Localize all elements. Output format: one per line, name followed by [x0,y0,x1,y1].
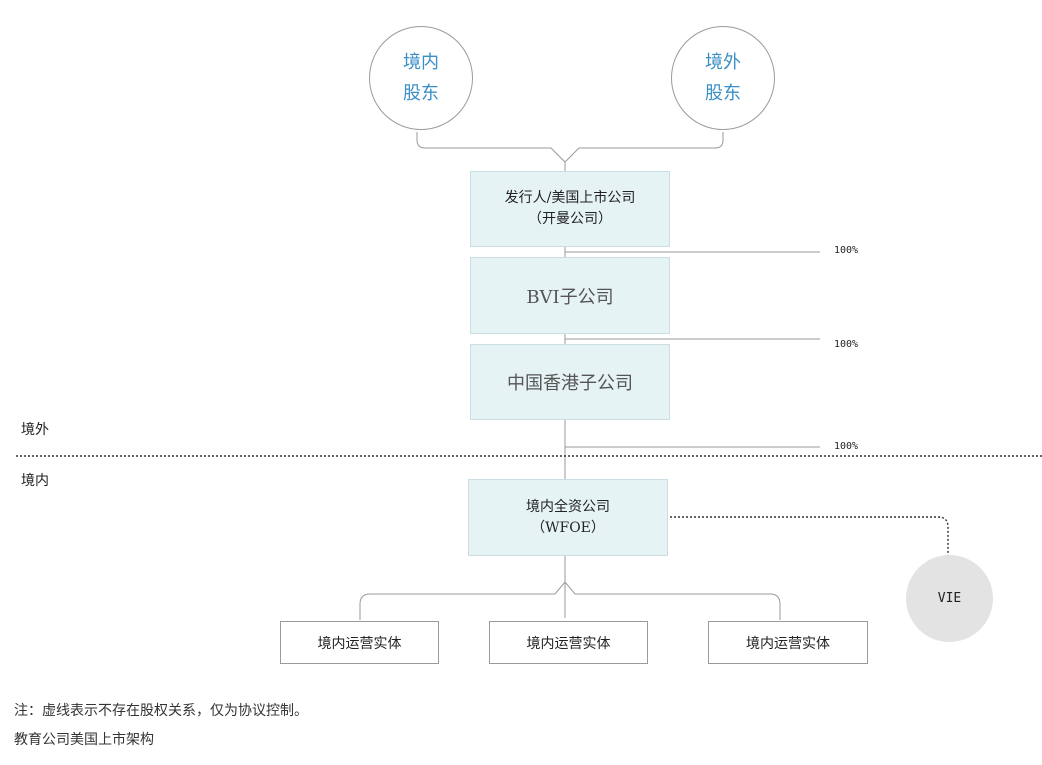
foreign-shareholders-line2: 股东 [705,83,741,104]
diagram-caption: 教育公司美国上市架构 [14,732,154,748]
operating-entity-label-1: 境内运营实体 [317,635,402,652]
vie-label: VIE [937,591,962,606]
footnote: 注：虚线表示不存在股权关系，仅为协议控制。 [14,703,308,719]
domestic-shareholders-line1: 境内 [403,52,439,73]
ownership-label-1: 100% [834,245,859,256]
entity-bracket [359,581,781,620]
wfoe-line1: 境内全资公司 [526,498,610,515]
onshore-zone-label: 境内 [21,473,49,489]
hk-subsidiary-box: 中国香港子公司 [470,344,670,420]
operating-entity-box-2: 境内运营实体 [489,621,648,664]
bvi-subsidiary-box: BVI子公司 [470,257,670,334]
operating-entity-box-3: 境内运营实体 [708,621,868,664]
operating-entity-label-2: 境内运营实体 [526,635,611,652]
foreign-shareholders-circle: 境外 股东 [671,26,775,130]
operating-entity-box-1: 境内运营实体 [280,621,439,664]
domestic-shareholders-circle: 境内 股东 [369,26,473,130]
offshore-zone-label: 境外 [21,422,49,438]
wfoe-line2: （WFOE） [531,519,605,536]
vie-dotted-connector [670,516,949,556]
issuer-box: 发行人/美国上市公司 （开曼公司） [470,171,670,247]
ownership-label-3: 100% [834,441,859,452]
ownership-label-2: 100% [834,339,859,350]
hk-subsidiary-label: 中国香港子公司 [507,373,633,394]
shareholder-bracket [416,132,724,163]
wfoe-box: 境内全资公司 （WFOE） [468,479,668,556]
vie-circle: VIE [906,555,993,642]
domestic-shareholders-line2: 股东 [403,83,439,104]
bvi-subsidiary-label: BVI子公司 [526,286,614,308]
operating-entity-label-3: 境内运营实体 [746,635,830,652]
issuer-line2: （开曼公司） [528,211,612,227]
issuer-line1: 发行人/美国上市公司 [504,190,636,206]
foreign-shareholders-line1: 境外 [705,52,741,73]
